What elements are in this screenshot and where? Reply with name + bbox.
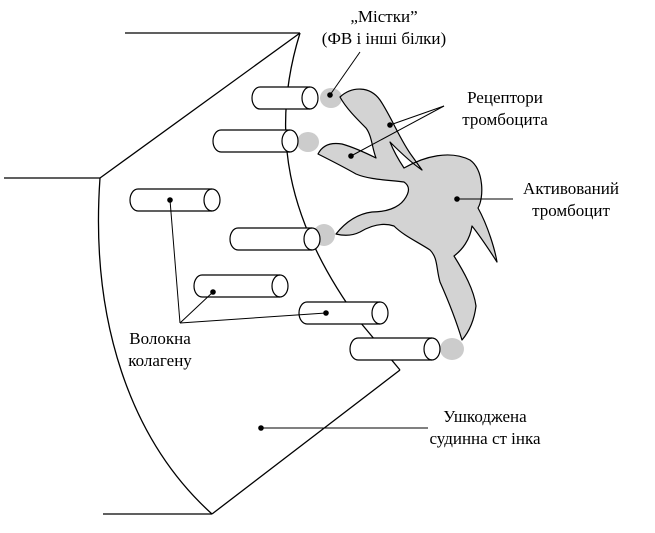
leader-collagen-1 xyxy=(169,199,181,324)
wall-bottom-diagonal xyxy=(211,369,401,515)
bridge-2 xyxy=(297,132,319,152)
dot-receptor-1 xyxy=(387,122,393,128)
leader-collagen-2 xyxy=(179,291,214,324)
bridge-1 xyxy=(320,88,342,108)
collagen-label-line1: Волокна xyxy=(129,329,191,348)
collagen-fibre-3 xyxy=(129,188,221,212)
collagen-fibre-2 xyxy=(212,129,299,153)
receptors-label: Рецептори тромбоцита xyxy=(440,87,570,131)
collagen-label-line2: колагену xyxy=(128,351,192,370)
leader-dots xyxy=(167,92,460,431)
vessel-wall xyxy=(4,32,401,515)
dot-collagen-2 xyxy=(210,289,216,295)
dot-collagen-3 xyxy=(323,310,329,316)
dot-receptor-2 xyxy=(348,153,354,159)
dot-wall xyxy=(258,425,264,431)
wall-top-diagonal xyxy=(99,32,301,179)
bridges-label: „Містки” (ФВ і інші білки) xyxy=(304,6,464,50)
leader-collagen-3 xyxy=(179,312,327,324)
collagen-fibre-1 xyxy=(251,86,319,110)
bridge-4 xyxy=(440,338,464,360)
activated-platelet xyxy=(317,88,498,341)
dot-collagen-1 xyxy=(167,197,173,203)
wall-outer-curve xyxy=(97,177,213,515)
dot-bridge xyxy=(327,92,333,98)
collagen-fibre-6 xyxy=(298,301,389,325)
collagen-fibre-5 xyxy=(193,274,289,298)
platelet-label-line2: тромбоцит xyxy=(532,201,610,220)
wall-label-line1: Ушкоджена xyxy=(443,407,527,426)
platelet-label: Активований тромбоцит xyxy=(506,178,636,222)
collagen-label: Волокна колагену xyxy=(110,328,210,372)
wall-label-line2: судинна ст інка xyxy=(429,429,541,448)
leader-receptor-1 xyxy=(389,105,445,126)
platelet-label-line1: Активований xyxy=(523,179,619,198)
bridges-label-line2: (ФВ і інші білки) xyxy=(321,29,447,48)
receptors-label-line2: тромбоцита xyxy=(462,110,548,129)
leader-lines xyxy=(169,51,513,429)
collagen-fibre-7 xyxy=(349,337,441,361)
dot-platelet xyxy=(454,196,460,202)
wall-label: Ушкоджена судинна ст інка xyxy=(410,406,560,450)
collagen-fibre-4 xyxy=(229,227,321,251)
bridges-label-line1: „Містки” xyxy=(350,7,418,26)
collagen-fibres xyxy=(129,86,441,361)
leader-bridges xyxy=(329,51,361,96)
receptors-label-line1: Рецептори xyxy=(467,88,543,107)
leader-receptor-2 xyxy=(350,105,445,157)
wall-inner-curve xyxy=(284,32,361,323)
bridges xyxy=(297,88,464,360)
